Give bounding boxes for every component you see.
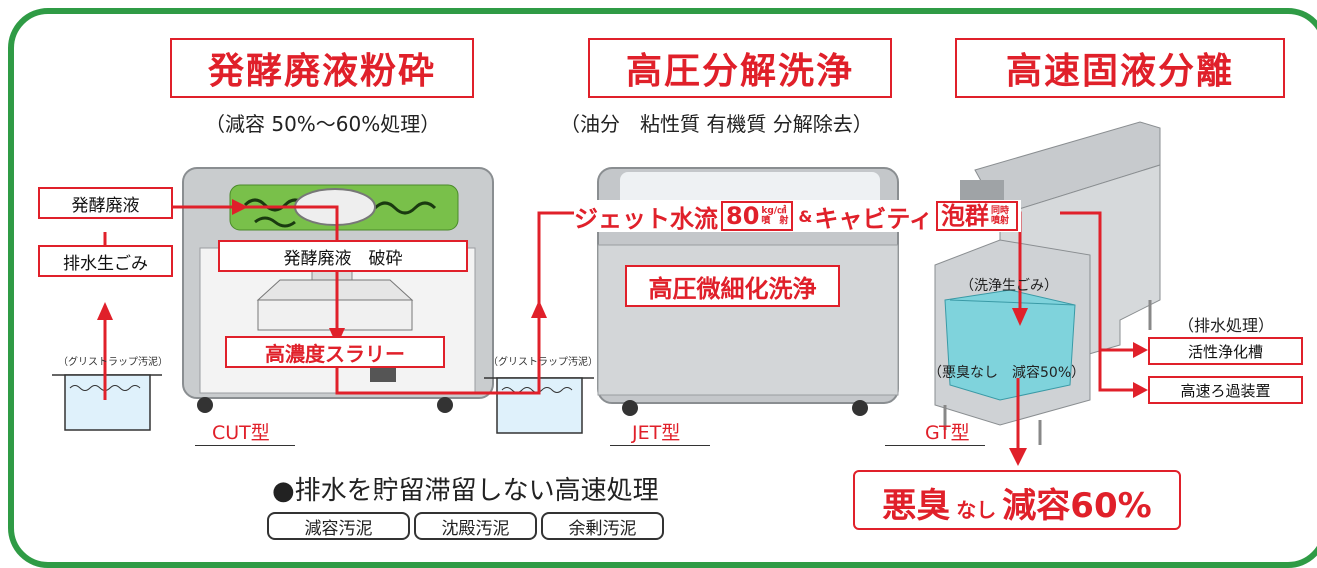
bottom-headline: ●排水を貯留滞留しない高速処理: [272, 476, 659, 506]
result-box: 悪臭 なし 減容60%: [853, 470, 1181, 530]
drain-item-filter: 高速ろ過装置: [1148, 376, 1303, 404]
bubble-box: 泡群 同時噴射: [935, 201, 1018, 231]
title-grinding: 発酵廃液粉砕: [170, 38, 474, 98]
result-odor: 悪臭: [882, 486, 951, 526]
pressure-value: 80: [726, 202, 760, 230]
model-cut: CUT型: [212, 422, 270, 444]
grease-trap-label-left: （グリストラップ汚泥）: [58, 357, 168, 368]
drain-item-activated-tank: 活性浄化槽: [1148, 337, 1303, 365]
result-volume: 減容60%: [1002, 486, 1152, 526]
grease-trap-label-middle: （グリストラップ汚泥）: [488, 357, 598, 368]
model-jet-underline: [610, 445, 710, 446]
arrowheads: [97, 199, 1148, 466]
subtitle-left: （減容 50%〜60%処理）: [205, 112, 441, 136]
model-jet: JET型: [632, 422, 681, 444]
drain-heading: （排水処理）: [1178, 316, 1275, 335]
jet-cavity-label: ジェット水流 80 kg/㎠ 噴 射 & キャビティ 泡群 同時噴射: [574, 200, 1021, 233]
model-cut-underline: [195, 445, 295, 446]
grease-trap-left: [52, 374, 162, 431]
crush-label: 発酵廃液 破砕: [218, 240, 468, 272]
input-fermented-waste: 発酵廃液: [38, 187, 173, 219]
washed-garbage-label: （洗浄生ごみ）: [960, 278, 1058, 294]
title-separation: 高速固液分離: [955, 38, 1285, 98]
model-gt: GT型: [925, 422, 970, 444]
cavity-label: キャビティ: [814, 204, 933, 233]
bubble-label: 泡群: [940, 202, 989, 230]
odor-note: （悪臭なし 減容50%）: [928, 365, 1086, 381]
slurry-label: 高濃度スラリー: [225, 336, 445, 368]
jet-label: ジェット水流: [574, 204, 718, 233]
pill-surplus-sludge: 余剰汚泥: [541, 512, 664, 540]
pressure-box: 80 kg/㎠ 噴 射: [721, 201, 794, 231]
pressure-note: 噴 射: [761, 216, 789, 226]
model-gt-underline: [885, 445, 985, 446]
pill-sediment-sludge: 沈殿汚泥: [414, 512, 537, 540]
pill-reduced-sludge: 減容汚泥: [267, 512, 410, 540]
subtitle-middle: （油分 粘性質 有機質 分解除去）: [560, 112, 873, 136]
high-pressure-wash-label: 高圧微細化洗浄: [625, 265, 840, 307]
pressure-detail: kg/㎠ 噴 射: [761, 206, 788, 226]
amp: &: [798, 206, 813, 226]
bubble-note: 同時噴射: [990, 206, 1009, 226]
flow-lines: [103, 205, 1135, 450]
result-none: なし: [956, 498, 997, 522]
title-washing: 高圧分解洗浄: [588, 38, 892, 98]
input-kitchen-garbage: 排水生ごみ: [38, 245, 173, 277]
gt-machine-illustration: [934, 121, 1161, 445]
pressure-unit: kg/㎠: [761, 206, 787, 216]
